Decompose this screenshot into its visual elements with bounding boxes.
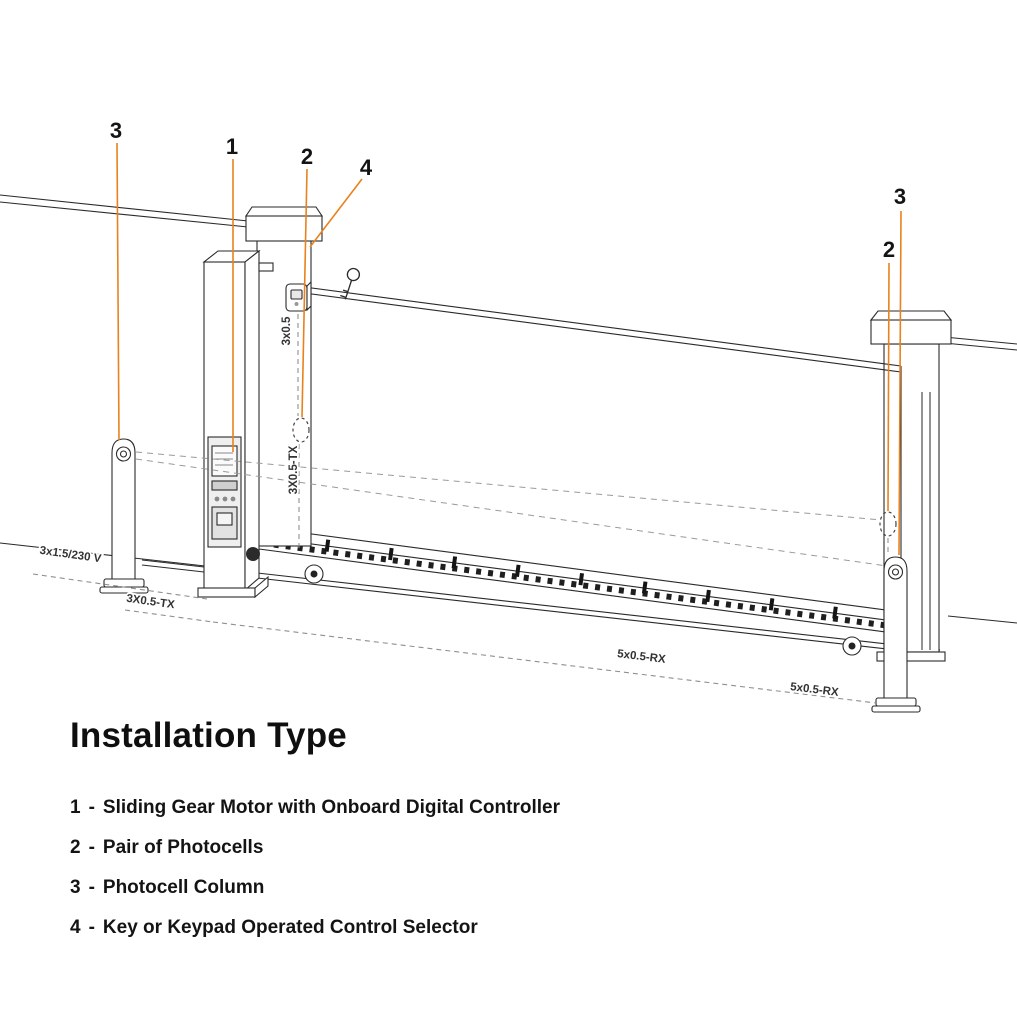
callout-col-right: 3 <box>894 184 906 209</box>
wire-label-power: 3x1.5/230 V <box>39 545 102 566</box>
legend-item-selector: 4 - Key or Keypad Operated Control Selec… <box>70 916 560 939</box>
photocell-column-left <box>99 438 149 594</box>
legend-item-number: 4 <box>70 917 81 938</box>
legend-item-dash: - <box>88 797 95 818</box>
wire-power-run <box>32 573 208 600</box>
legend-item-text: Pair of Photocells <box>102 837 264 858</box>
wire-label-keypad: 3x0.5 <box>281 316 293 345</box>
wire-label-rx-right: 5x0.5-RX <box>790 681 840 699</box>
leader-selector <box>309 178 363 248</box>
photocell-beams <box>135 451 888 567</box>
legend-item-dash: - <box>88 837 95 858</box>
sliding-gate <box>258 280 902 635</box>
page-title: Installation Type <box>70 716 347 755</box>
legend: 1 - Sliding Gear Motor with Onboard Digi… <box>70 796 560 939</box>
leader-col-left <box>116 142 120 441</box>
legend-item-number: 3 <box>70 877 81 898</box>
gear-motor <box>197 249 274 599</box>
callout-photocell-left: 2 <box>301 144 313 169</box>
callout-leader-lines <box>116 142 902 556</box>
photocell-left-marker <box>292 417 310 443</box>
callout-col-left: 3 <box>110 118 122 143</box>
photocell-column-right <box>871 556 921 713</box>
callout-photocell-right: 2 <box>883 237 895 262</box>
wire-label-tx-vertical: 3X0.5-TX <box>288 445 300 494</box>
gate-rack <box>261 531 899 630</box>
leader-photocell-left <box>301 168 308 418</box>
wiring-runs <box>32 314 889 704</box>
legend-item-text: Photocell Column <box>102 877 265 898</box>
legend-item-motor: 1 - Sliding Gear Motor with Onboard Digi… <box>70 796 560 819</box>
wire-label-rx-mid: 5x0.5-RX <box>617 648 667 666</box>
wire-label-tx-ground: 3X0.5-TX <box>126 593 176 612</box>
photocell-right-marker <box>879 511 897 537</box>
wall-left <box>0 194 249 567</box>
callout-selector: 4 <box>360 155 373 180</box>
leader-col-right <box>898 210 902 556</box>
key-selector <box>285 280 312 312</box>
wall-right <box>943 336 1017 624</box>
legend-item-dash: - <box>88 917 95 938</box>
gate-wheels <box>304 564 862 656</box>
callout-motor: 1 <box>226 134 238 159</box>
ground-track <box>141 559 941 656</box>
legend-item-text: Sliding Gear Motor with Onboard Digital … <box>102 797 560 818</box>
legend-item-column: 3 - Photocell Column <box>70 876 560 899</box>
legend-item-dash: - <box>88 877 95 898</box>
wire-rx-run <box>212 621 877 704</box>
key-icon <box>340 267 361 300</box>
legend-item-text: Key or Keypad Operated Control Selector <box>102 917 478 938</box>
legend-item-number: 2 <box>70 837 81 858</box>
legend-item-photocells: 2 - Pair of Photocells <box>70 836 560 859</box>
leader-photocell-right <box>887 262 890 512</box>
legend-item-number: 1 <box>70 797 81 818</box>
wire-tx-ground-run <box>124 609 214 623</box>
